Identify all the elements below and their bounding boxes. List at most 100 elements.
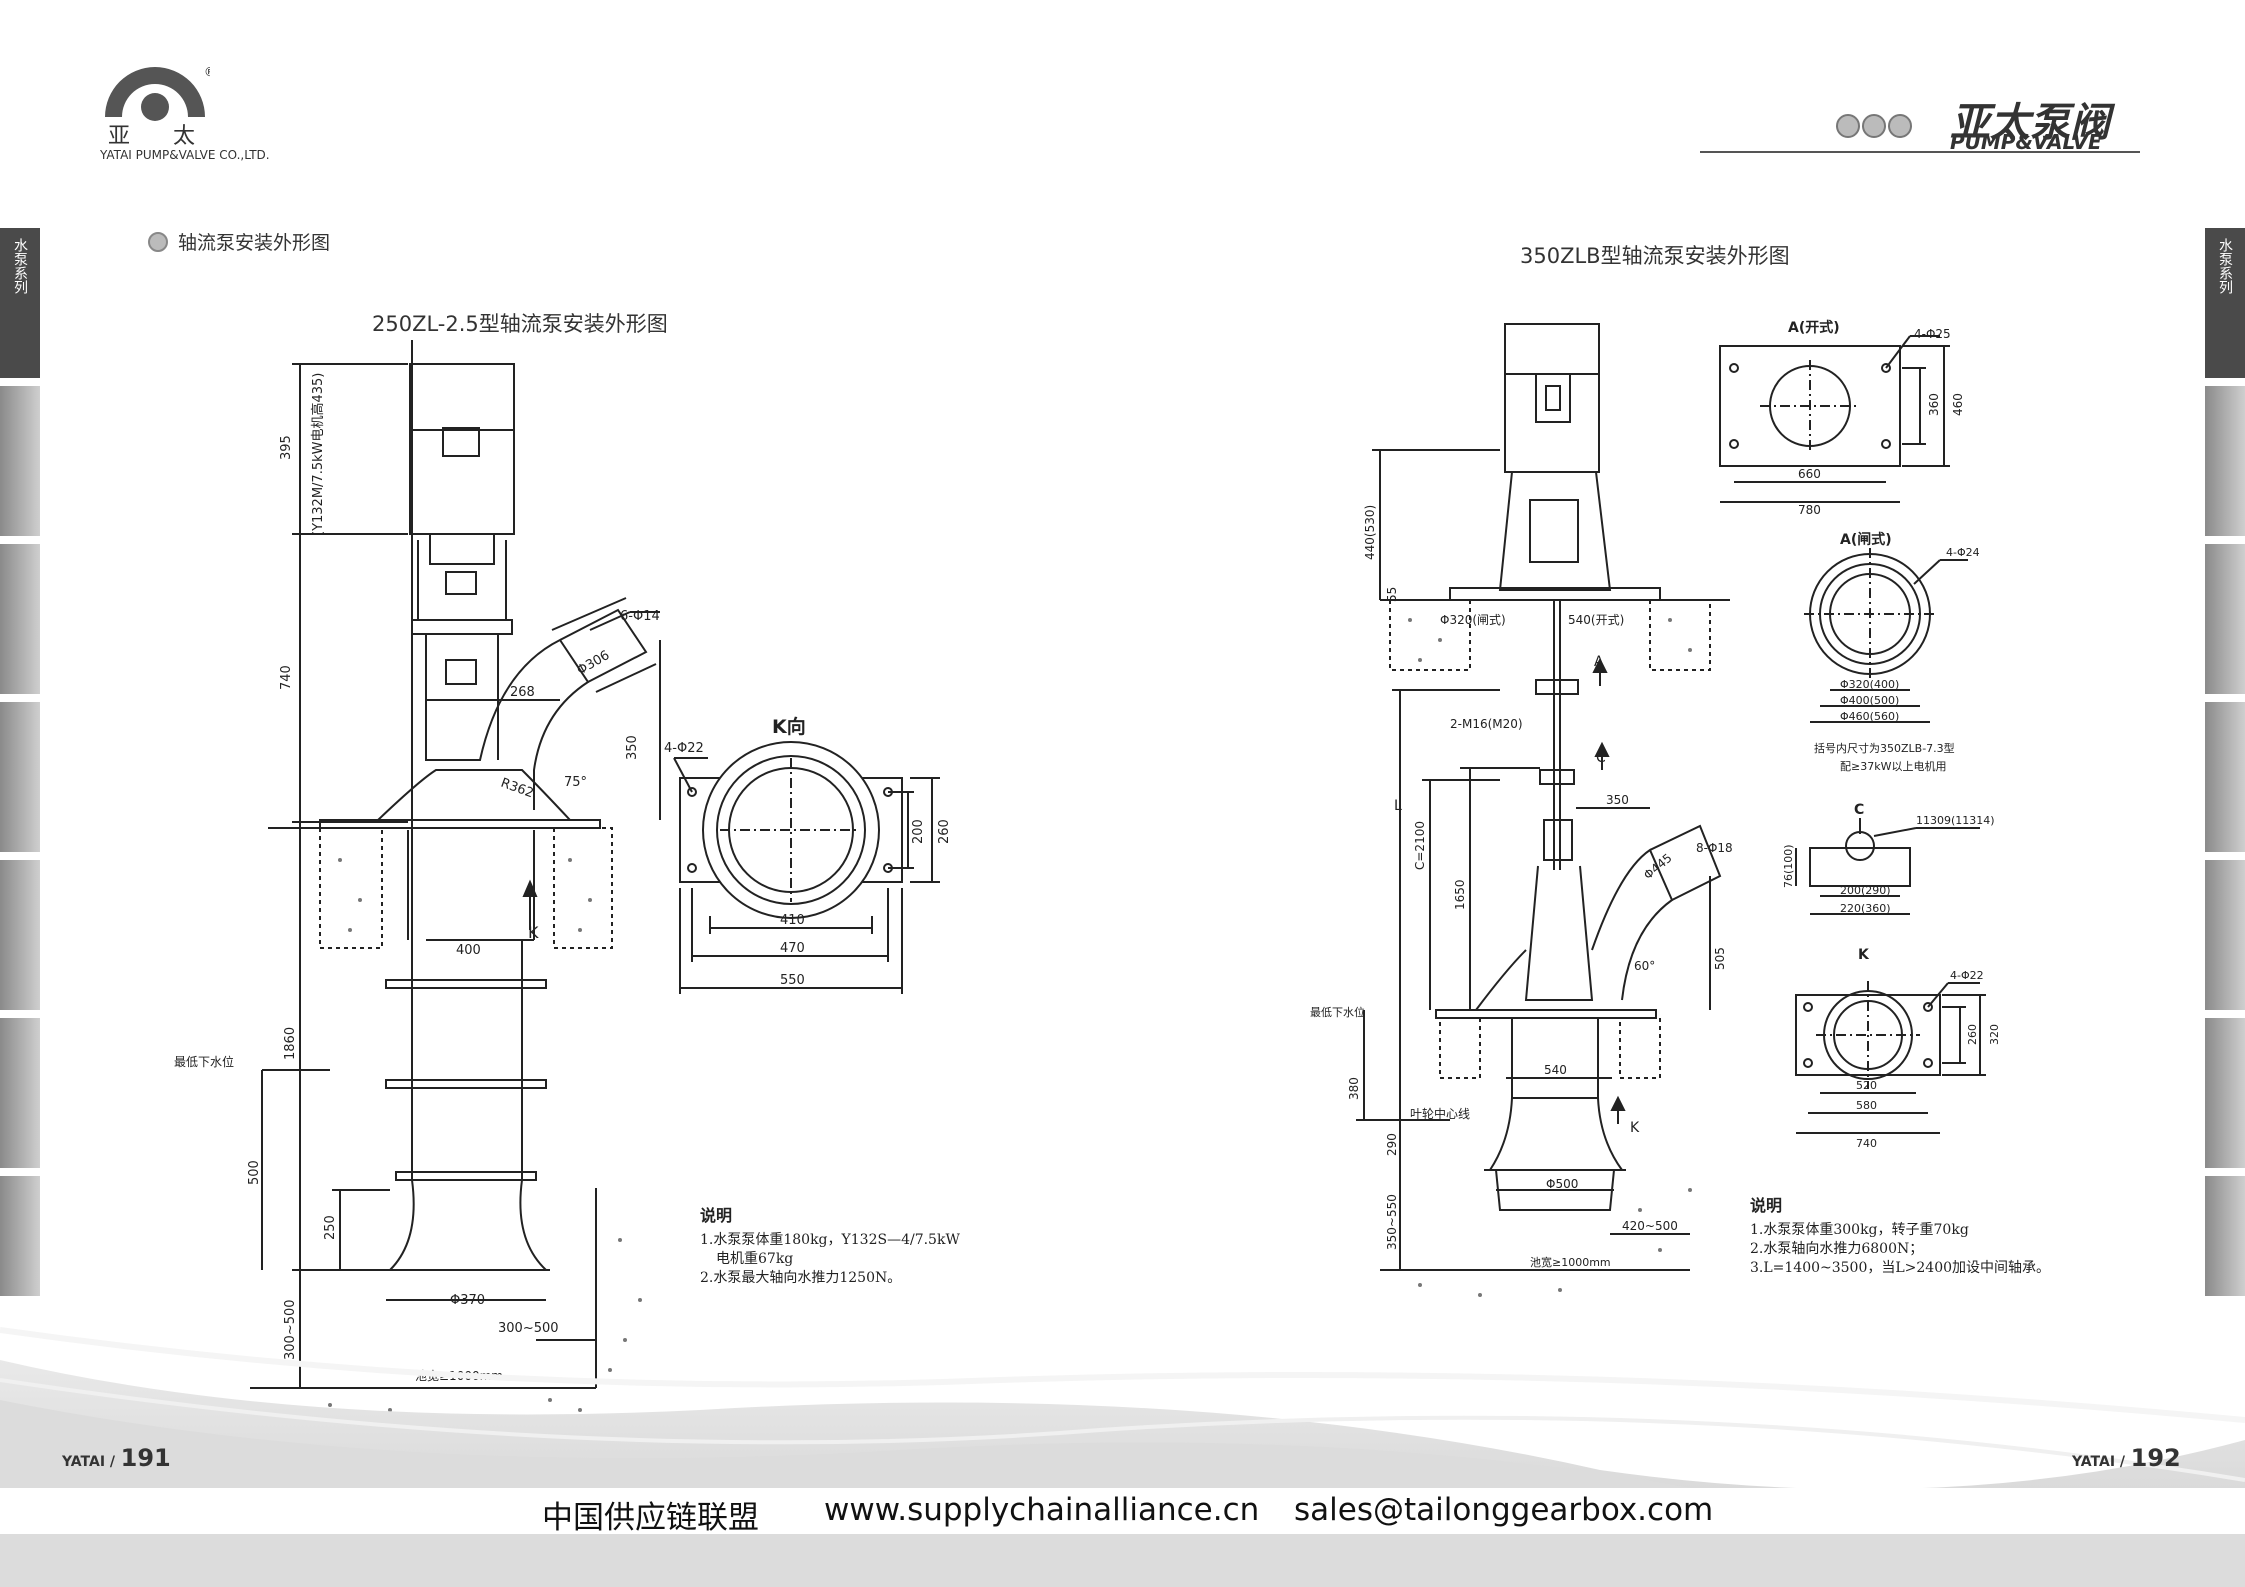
a-gate-phi460: Φ460(560)	[1840, 710, 1899, 723]
bullet-icon	[148, 231, 168, 252]
dot-icon	[1888, 114, 1912, 138]
dim-bolts: 6-Φ14	[620, 609, 660, 624]
c-title: C	[1854, 802, 1864, 818]
dim-268: 268	[510, 685, 535, 700]
side-tab[interactable]	[0, 860, 40, 1010]
k-arrow-label: K	[528, 923, 539, 942]
r-dim-phi320: Φ320(闸式)	[1440, 613, 1506, 627]
r-mark-c: C	[1596, 750, 1606, 766]
r-dim-55: 55	[1385, 587, 1399, 602]
right-pump-drawing: 440(530) 55 Φ320(闸式) 540(开式) A C 2-M16(M…	[1310, 323, 1733, 1297]
rk-title: K	[1858, 947, 1870, 963]
r-dim-bolts: 8-Φ18	[1696, 841, 1733, 855]
k-view-drawing: 4-Φ22 200 260 410 470 550	[664, 741, 952, 994]
r-impeller: 叶轮中心线	[1410, 1106, 1470, 1121]
dim-395: 395	[279, 435, 294, 460]
c-220: 220(360)	[1840, 902, 1891, 915]
rk-520: 520	[1856, 1079, 1877, 1092]
left-page-number: YATAI / 191	[62, 1444, 171, 1472]
a-gate-title: A(闸式)	[1840, 531, 1892, 548]
r-dim-290: 290	[1385, 1133, 1399, 1156]
r-dim-60: 60°	[1634, 959, 1655, 973]
left-note-1b: 电机重67kg	[716, 1251, 794, 1267]
side-tab[interactable]	[0, 386, 40, 536]
a-gate-holes: 4-Φ24	[1946, 546, 1980, 559]
side-tab[interactable]	[2205, 860, 2245, 1010]
a-gate-note1: 括号内尺寸为350ZLB-7.3型	[1814, 741, 1955, 755]
left-drawing-title: 250ZL-2.5型轴流泵安装外形图	[372, 312, 668, 336]
dim-1860: 1860	[283, 1027, 298, 1060]
left-notes-heading: 说明	[700, 1206, 733, 1225]
r-mark-a: A	[1594, 654, 1604, 670]
r-dim-phi500: Φ500	[1546, 1177, 1578, 1191]
company-logo: ® 亚 太 YATAI PUMP&VALVE CO.,LTD.	[100, 62, 320, 162]
k-holes: 4-Φ22	[664, 741, 704, 756]
right-note-1: 1.水泵泵体重300kg，转子重70kg	[1750, 1222, 1969, 1238]
a-gate-phi400: Φ400(500)	[1840, 694, 1899, 707]
r-dim-350: 350	[1606, 793, 1629, 807]
r-low-water: 最低下水位	[1310, 1005, 1365, 1019]
side-tab[interactable]	[2205, 544, 2245, 694]
side-tab[interactable]	[0, 702, 40, 852]
side-tab[interactable]	[0, 544, 40, 694]
rk-580: 580	[1856, 1099, 1877, 1112]
k-470: 470	[780, 941, 805, 956]
dim-motor-note: (Y132M/7.5kW电机高435)	[310, 373, 326, 536]
r-dim-phi445: Φ445	[1641, 851, 1675, 883]
r-mark-k: K	[1630, 1120, 1640, 1136]
r-dim-l: L	[1394, 798, 1402, 814]
rk-320: 320	[1988, 1024, 2001, 1045]
side-tab[interactable]	[0, 1176, 40, 1296]
dot-icon	[1862, 114, 1886, 138]
r-dim-m16: 2-M16(M20)	[1450, 717, 1523, 731]
right-drawing-title: 350ZLB型轴流泵安装外形图	[1520, 244, 1790, 268]
side-tab[interactable]	[2205, 1176, 2245, 1296]
brand-cn: 亚太泵阀	[1950, 100, 2110, 146]
logo-en: YATAI PUMP&VALVE CO.,LTD.	[100, 148, 270, 162]
a-open-460: 460	[1951, 393, 1965, 416]
a-gate-note2: 配≥37kW以上电机用	[1840, 759, 1946, 773]
a-open-780: 780	[1798, 503, 1821, 516]
side-tab-pumps[interactable]: 水泵系列	[0, 228, 40, 378]
c-11309: 11309(11314)	[1916, 814, 1995, 827]
brand-en: PUMP&VALVE	[1950, 130, 2102, 154]
view-k-right: K 4-Φ22 260 320 520 580 740	[1795, 947, 2001, 1150]
right-page-number: YATAI / 192	[2072, 1444, 2181, 1472]
a-gate-phi320: Φ320(400)	[1840, 678, 1899, 691]
r-dim-420-500: 420~500	[1622, 1219, 1678, 1233]
dim-75: 75°	[564, 775, 587, 790]
side-tab-pumps[interactable]: 水泵系列	[2205, 228, 2245, 378]
bottom-wave-decoration	[0, 1327, 2245, 1587]
footer-url[interactable]: www.supplychainalliance.cn	[824, 1492, 1260, 1528]
brand-banner: 亚太泵阀 PUMP&VALVE	[1700, 90, 2140, 156]
svg-text:®: ®	[204, 65, 210, 79]
rk-holes: 4-Φ22	[1950, 969, 1984, 982]
k-550: 550	[780, 973, 805, 988]
dim-300-500-v: 300~500	[283, 1299, 298, 1360]
side-tab[interactable]	[2205, 1018, 2245, 1168]
footer-email[interactable]: sales@tailonggearbox.com	[1294, 1492, 1714, 1528]
side-tab-label: 水泵系列	[12, 238, 28, 294]
dim-phi370: Φ370	[450, 1293, 485, 1308]
r-dim-c2100: C=2100	[1413, 821, 1427, 870]
a-open-360: 360	[1927, 393, 1941, 416]
dot-icon	[1836, 114, 1860, 138]
c-200: 200(290)	[1840, 884, 1891, 897]
a-open-holes: 4-Φ25	[1914, 327, 1951, 341]
right-notes-heading: 说明	[1750, 1196, 1783, 1215]
r-dim-350-550: 350~550	[1385, 1194, 1399, 1250]
side-tab[interactable]	[2205, 702, 2245, 852]
side-tab[interactable]	[2205, 386, 2245, 536]
r-dim-440: 440(530)	[1363, 505, 1377, 560]
dim-500: 500	[247, 1160, 262, 1185]
footer-org: 中国供应链联盟	[542, 1500, 759, 1536]
side-tab[interactable]	[0, 1018, 40, 1168]
dim-350: 350	[625, 735, 640, 760]
right-note-3: 3.L=1400~3500，当L>2400加设中间轴承。	[1750, 1260, 2051, 1276]
dim-300-500-h: 300~500	[498, 1321, 559, 1336]
left-note-2: 2.水泵最大轴向水推力1250N。	[700, 1270, 902, 1286]
k-410: 410	[780, 913, 805, 928]
view-c: C 11309(11314) 76(100) 200(290) 220(360)	[1782, 802, 1995, 915]
r-dim-380: 380	[1347, 1077, 1361, 1100]
a-open-660: 660	[1798, 467, 1821, 481]
